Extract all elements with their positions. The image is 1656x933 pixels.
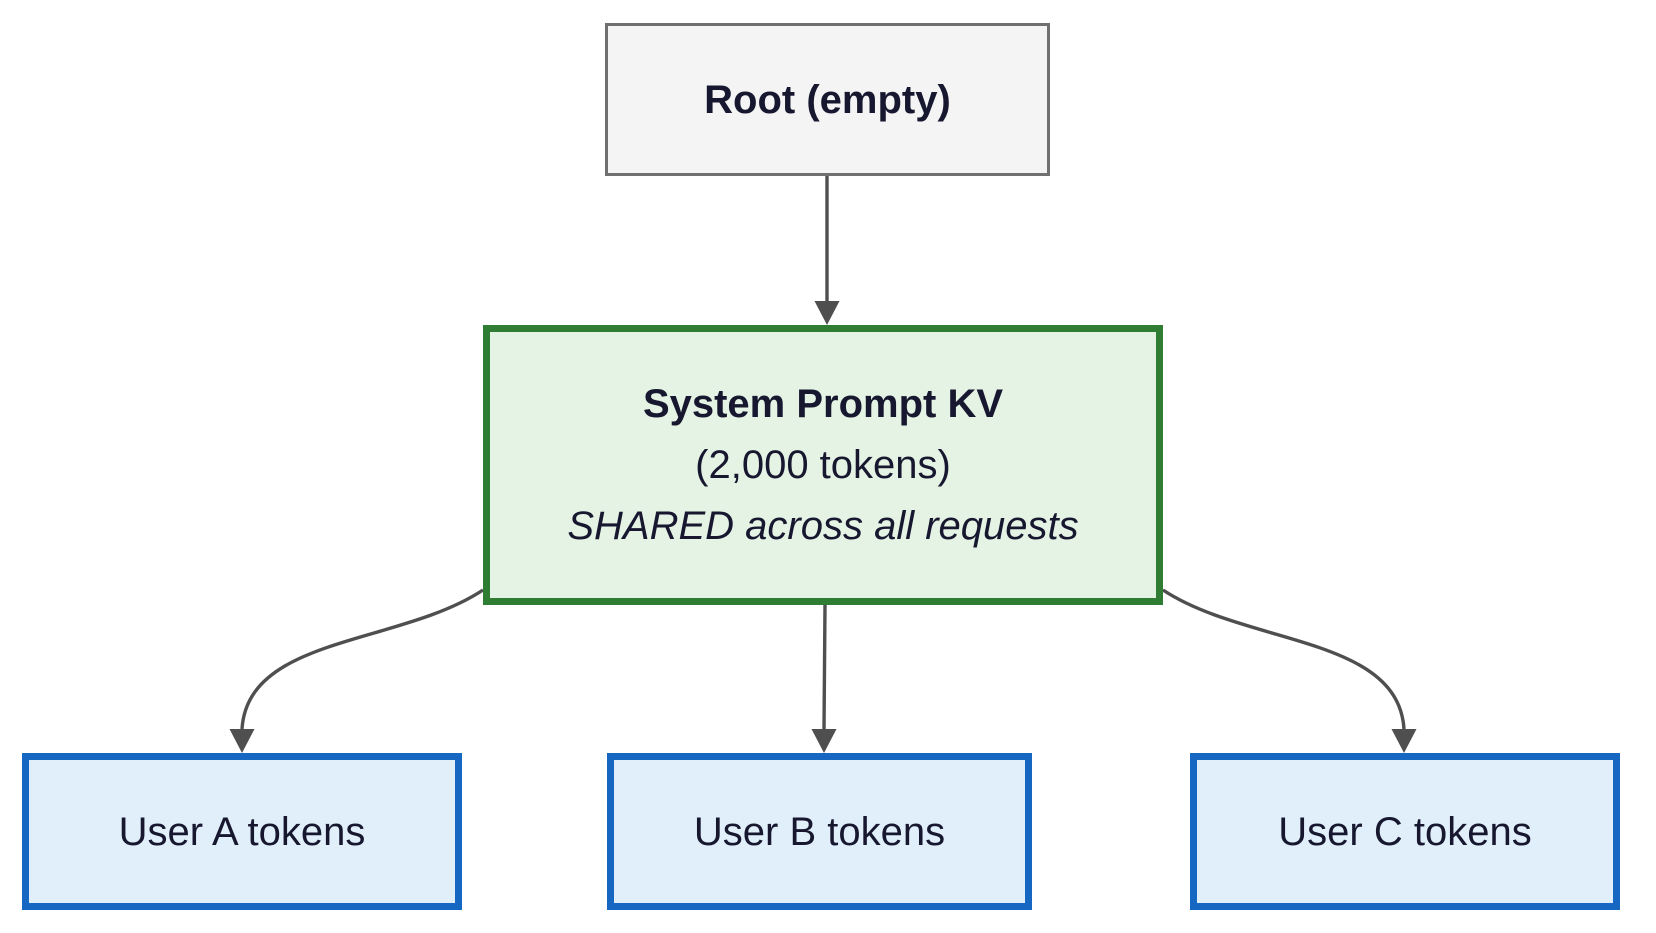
node-system-title: System Prompt KV (642, 381, 1004, 426)
node-system-prompt-kv: System Prompt KV (2,000 tokens) SHARED a… (483, 325, 1163, 605)
node-user-c-label: User C tokens (1278, 809, 1532, 854)
node-root-label: Root (empty) (704, 77, 951, 122)
edge-root-to-system (814, 176, 840, 325)
edge-system-to-user-a (229, 588, 484, 753)
node-user-b: User B tokens (607, 753, 1032, 910)
edge-system-to-user-c (1162, 588, 1417, 753)
node-root: Root (empty) (605, 23, 1050, 176)
node-user-b-label: User B tokens (693, 809, 946, 854)
node-system-shared-note: SHARED across all requests (567, 503, 1079, 548)
node-user-a-label: User A tokens (118, 809, 366, 854)
node-user-a: User A tokens (22, 753, 462, 910)
node-system-token-count: (2,000 tokens) (695, 442, 951, 487)
node-user-c: User C tokens (1190, 753, 1620, 910)
edge-system-to-user-b (811, 604, 837, 753)
